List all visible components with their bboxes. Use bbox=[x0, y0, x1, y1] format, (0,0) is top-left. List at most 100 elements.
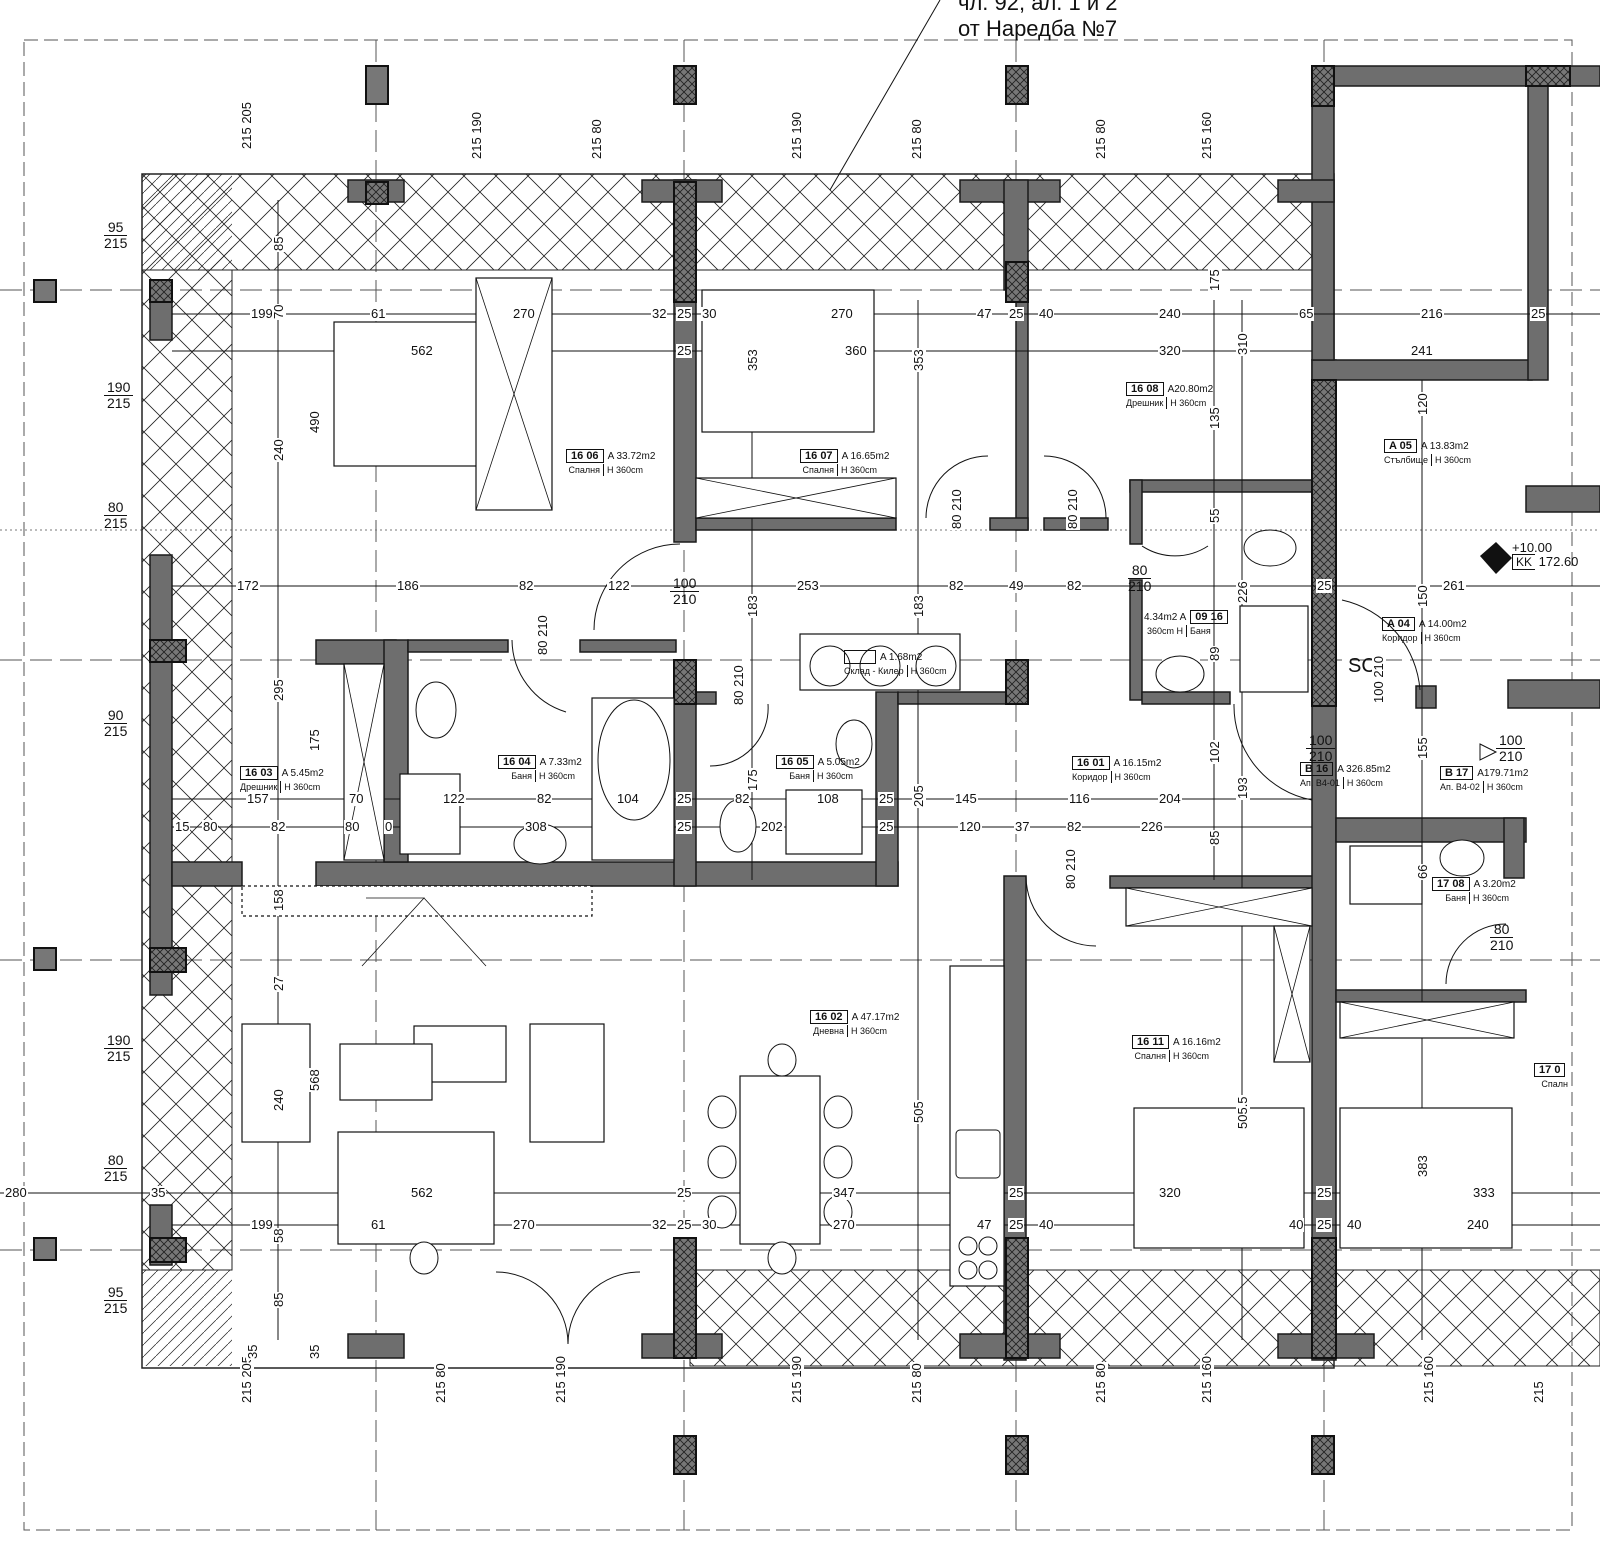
dim-text: 158 bbox=[271, 888, 286, 912]
dim-text: 35 bbox=[245, 1343, 260, 1360]
room-height: H 360cm bbox=[1486, 782, 1523, 792]
dim-text: 66 bbox=[1415, 863, 1430, 880]
dim-text: 25 bbox=[1316, 1217, 1333, 1232]
room-area: A179.71m2 bbox=[1477, 768, 1529, 779]
dim-text: 25 bbox=[1530, 306, 1547, 321]
room-name: Ап. B4-01 bbox=[1300, 777, 1344, 789]
room-height: H 360cm bbox=[841, 465, 878, 475]
dim-text: 25 bbox=[1008, 1185, 1025, 1200]
room-height: H 360cm bbox=[851, 1026, 888, 1036]
room-height: H 360cm bbox=[910, 666, 947, 676]
dim-text: 226 bbox=[1140, 819, 1164, 834]
dim-text: 122 bbox=[607, 578, 631, 593]
dim-text: 280 bbox=[4, 1185, 28, 1200]
dim-text: 240 bbox=[1158, 306, 1182, 321]
dim-text: 85 bbox=[271, 1291, 286, 1308]
dim-text: 89 bbox=[1207, 645, 1222, 662]
dim-text: 85 bbox=[1207, 829, 1222, 846]
dim-text: 25 bbox=[878, 819, 895, 834]
dim-text: 120 bbox=[1415, 392, 1430, 416]
dim-text: 116 bbox=[1068, 791, 1091, 806]
dim-text: 85 bbox=[271, 235, 286, 252]
dim-text: 240 bbox=[1466, 1217, 1490, 1232]
dim-text: 70 bbox=[348, 791, 365, 806]
door-label: 80 210 bbox=[949, 488, 964, 530]
room-name: Спалня bbox=[566, 464, 604, 476]
dim-text: 353 bbox=[911, 348, 926, 372]
dim-text: 25 bbox=[676, 819, 693, 834]
window-dim: 215 160 bbox=[1199, 1354, 1214, 1404]
sc-label: SC bbox=[1348, 655, 1376, 677]
dim-text: 35 bbox=[307, 1343, 322, 1360]
dim-text: 15 bbox=[174, 819, 191, 834]
regulation-note: чл. 92, ал. 1 и 2 от Наредба №7 bbox=[958, 0, 1118, 42]
room-number: B 17 bbox=[1440, 766, 1474, 780]
room-number: 16 05 bbox=[776, 755, 814, 769]
dim-text: 40 bbox=[1288, 1217, 1305, 1232]
dim-text: 40 bbox=[1038, 1217, 1055, 1232]
window-dim: 215 205 bbox=[239, 1354, 254, 1404]
dim-text: 32 bbox=[651, 1217, 668, 1232]
dim-text: 320 bbox=[1158, 1185, 1182, 1200]
window-dim: 215 80 bbox=[1093, 1362, 1108, 1404]
dim-text: 25 bbox=[1316, 1185, 1333, 1200]
dim-text: 183 bbox=[911, 594, 926, 618]
dim-text: 122 bbox=[442, 791, 466, 806]
dim-text: 49 bbox=[1008, 578, 1025, 593]
window-dim: 215 160 bbox=[1421, 1354, 1436, 1404]
room-number: B 16 bbox=[1300, 762, 1334, 776]
door-label: 80 210 bbox=[1065, 488, 1080, 530]
room-area: A 16.16m2 bbox=[1172, 1037, 1221, 1048]
dim-text: 172 bbox=[236, 578, 260, 593]
room-area: A 14.00m2 bbox=[1418, 619, 1467, 630]
door-label: 80 210 bbox=[535, 614, 550, 656]
window-dim: 215 80 bbox=[909, 1362, 924, 1404]
dim-text: 241 bbox=[1410, 343, 1434, 358]
regulation-note-line-2: от Наредба №7 bbox=[958, 16, 1118, 41]
dim-text: 347 bbox=[832, 1185, 856, 1200]
dim-text: 270 bbox=[830, 306, 854, 321]
dim-text: 104 bbox=[616, 791, 640, 806]
room-tag-17-0x[interactable]: 17 0 Спалн bbox=[1534, 1063, 1571, 1090]
window-dim: 215 160 bbox=[1199, 110, 1214, 160]
room-number: 16 01 bbox=[1072, 756, 1110, 770]
dim-text: 82 bbox=[270, 819, 287, 834]
window-dim: 215 80 bbox=[589, 118, 604, 160]
dim-text: 562 bbox=[410, 1185, 434, 1200]
window-dim: 215 190 bbox=[469, 110, 484, 160]
dim-text: 145 bbox=[954, 791, 978, 806]
elevation-kk-label: KK bbox=[1512, 554, 1536, 570]
dim-text: 82 bbox=[518, 578, 535, 593]
dim-text: 82 bbox=[734, 791, 751, 806]
room-area: A 13.83m2 bbox=[1420, 441, 1469, 452]
door-label: 80 210 bbox=[1063, 848, 1078, 890]
dim-text: 61 bbox=[370, 1217, 387, 1232]
room-area: A 326.85m2 bbox=[1337, 764, 1391, 775]
dim-text: 30 bbox=[701, 306, 718, 321]
dim-text: 70 bbox=[271, 303, 286, 320]
dim-text: 25 bbox=[1008, 306, 1025, 321]
room-area: A20.80m2 bbox=[1167, 384, 1214, 395]
